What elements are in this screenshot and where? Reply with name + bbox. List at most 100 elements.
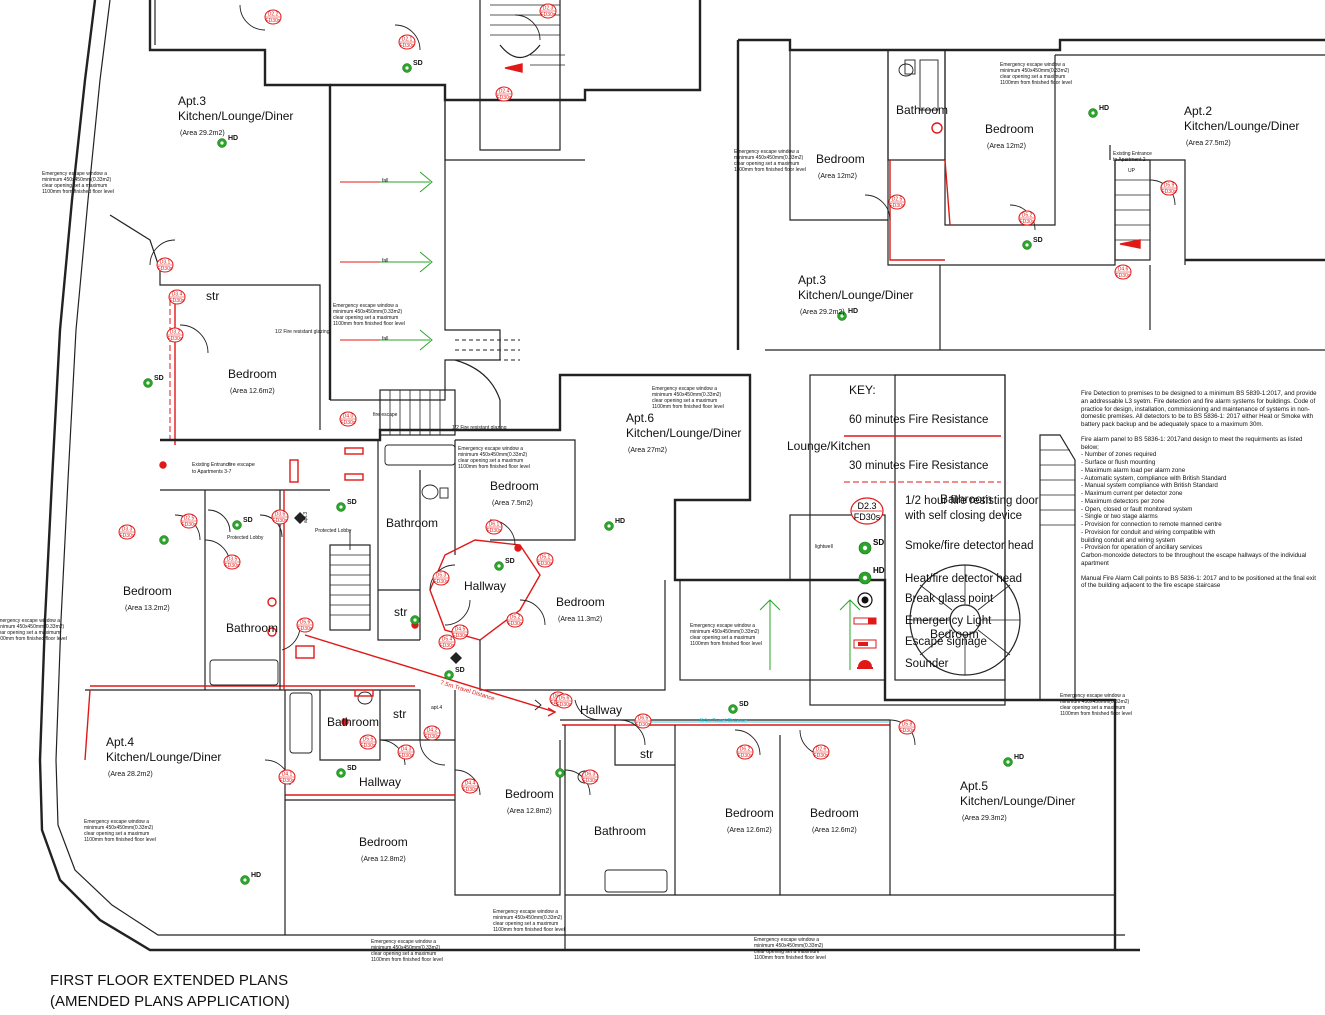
- smoke-detector-icon: SD: [858, 538, 884, 555]
- room-name-line: Kitchen/Lounge/Diner: [626, 426, 741, 440]
- room-name-line: Bedroom: [123, 584, 172, 598]
- tag-rating: FD30s: [497, 95, 512, 101]
- room-area: (Area 28.2m2): [108, 771, 153, 778]
- note-line: minimum 450x450mm(0.33m2): [754, 943, 824, 949]
- note-line: Emergency escape window a: [0, 618, 60, 624]
- note-line: Emergency escape window a: [371, 939, 436, 945]
- note-line: clear opening set a maximum: [0, 630, 60, 636]
- key-tag-id: D2.3: [857, 501, 876, 511]
- note-line: Emergency escape window a: [690, 623, 755, 629]
- room-name: Bedroom: [490, 479, 539, 493]
- tag-rating: FD30s: [583, 778, 598, 784]
- tag-id: D4.6: [1118, 267, 1129, 273]
- room-name: Bedroom: [228, 367, 277, 381]
- room-name-line: Apt.3: [178, 94, 206, 108]
- tag-id: D5.6: [300, 620, 311, 626]
- tag-rating: FD30s: [298, 626, 313, 632]
- door-tag-icon: D2.3 FD30s: [850, 497, 884, 525]
- note-line: clear opening set a maximum: [493, 921, 558, 927]
- room-name-line: Hallway: [580, 703, 622, 717]
- tag-rating: FD30s: [280, 778, 295, 784]
- tag-rating: FD30s: [636, 722, 651, 728]
- room-name-line: Kitchen/Lounge/Diner: [1184, 119, 1299, 133]
- tag-rating: FD30s: [900, 728, 915, 734]
- room-name: Lounge/Kitchen: [787, 439, 870, 453]
- room-name-line: Kitchen/Lounge/Diner: [798, 288, 913, 302]
- detector-code: SD: [739, 701, 749, 708]
- note-line: 1100mm from finished floor level: [652, 404, 724, 410]
- existing-entrance-2-line-1: Existing Entrance: [1113, 151, 1152, 157]
- note-line: clear opening set a maximum: [1060, 705, 1125, 711]
- tag-rating: FD30s: [557, 702, 572, 708]
- smoke-detector-icon: SD: [232, 517, 253, 530]
- fire-door-tags: D2.2FD30sD2.1FD30sD2.3FD30sD2.4FD30sD3.1…: [118, 3, 1178, 794]
- note-line: clear opening set a maximum: [371, 951, 436, 957]
- existing-entrance-line-2: to Apartments 3-7: [192, 469, 232, 475]
- room-name-line: Hallway: [359, 775, 401, 789]
- fall-label: fall: [382, 178, 388, 184]
- key-label: 30 minutes Fire Resistance: [849, 460, 989, 472]
- spec-paragraph: Manual Fire Alarm Call points to BS 5836…: [1081, 574, 1316, 590]
- room-name-line: Bathroom: [896, 103, 948, 117]
- tag-id: D2.5: [892, 197, 903, 203]
- tag-rating: FD30s: [341, 420, 356, 426]
- room-name: Bedroom: [810, 806, 859, 820]
- smoke-detector-icon: SD: [336, 765, 357, 778]
- room-name: Bathroom: [594, 824, 646, 838]
- note-line: Emergency escape window a: [42, 171, 107, 177]
- tag-id: D3.3: [122, 527, 133, 533]
- tag-rating: FD30s: [538, 561, 553, 567]
- tag-id: D4.1: [282, 772, 293, 778]
- key-smoke-code: SD: [873, 538, 884, 547]
- room-name-line: Bathroom: [386, 516, 438, 530]
- room-area: (Area 12m2): [818, 173, 857, 180]
- tag-rating: FD30s: [434, 579, 449, 585]
- room-name-line: Bedroom: [505, 787, 554, 801]
- tag-rating: FD30s: [399, 753, 414, 759]
- key-item-break-glass: Break glass point: [905, 593, 994, 605]
- note-line: Emergency escape window a: [493, 909, 558, 915]
- room-name-line: str: [640, 747, 653, 761]
- room-name-line: Hallway: [464, 579, 506, 593]
- note-line: minimum 450x450mm(0.33m2): [84, 825, 154, 831]
- room-name-line: Apt.5: [960, 779, 988, 793]
- tag-rating: FD30s: [814, 753, 829, 759]
- tag-id: D4.2: [427, 728, 438, 734]
- room-area: (Area 11.3m2): [558, 616, 602, 623]
- title-line-1: FIRST FLOOR EXTENDED PLANS: [50, 972, 289, 989]
- tag-rating: FD30s: [361, 743, 376, 749]
- existing-entrance-line-1: Existing Entrance: [192, 462, 231, 468]
- travel-distances: [294, 171, 1006, 723]
- room-area: (Area 27.5m2): [1186, 140, 1231, 147]
- tag-rating: FD30s: [225, 563, 240, 569]
- room-name-line: Bedroom: [725, 806, 774, 820]
- room-name-line: Bedroom: [359, 835, 408, 849]
- tag-rating: FD30s: [453, 633, 468, 639]
- room-name: Bedroom: [123, 584, 172, 598]
- tag-id: D2.2: [268, 12, 279, 18]
- tag-rating: FD30s: [1116, 273, 1131, 279]
- room-name: str: [393, 707, 406, 721]
- tag-rating: FD30s: [890, 203, 905, 209]
- room-area: (Area 12.6m2): [812, 827, 857, 834]
- tag-rating: FD30s: [182, 522, 197, 528]
- apt4-label: apt.4: [431, 705, 442, 711]
- room-name-line: Bedroom: [556, 595, 605, 609]
- detector-code: SD: [1033, 237, 1043, 244]
- smoke-detector-icon: SD: [143, 375, 164, 388]
- note-line: minimum 450x450mm(0.33m2): [493, 915, 563, 921]
- room-name-line: Bedroom: [490, 479, 539, 493]
- room-area: (Area 27m2): [628, 447, 667, 454]
